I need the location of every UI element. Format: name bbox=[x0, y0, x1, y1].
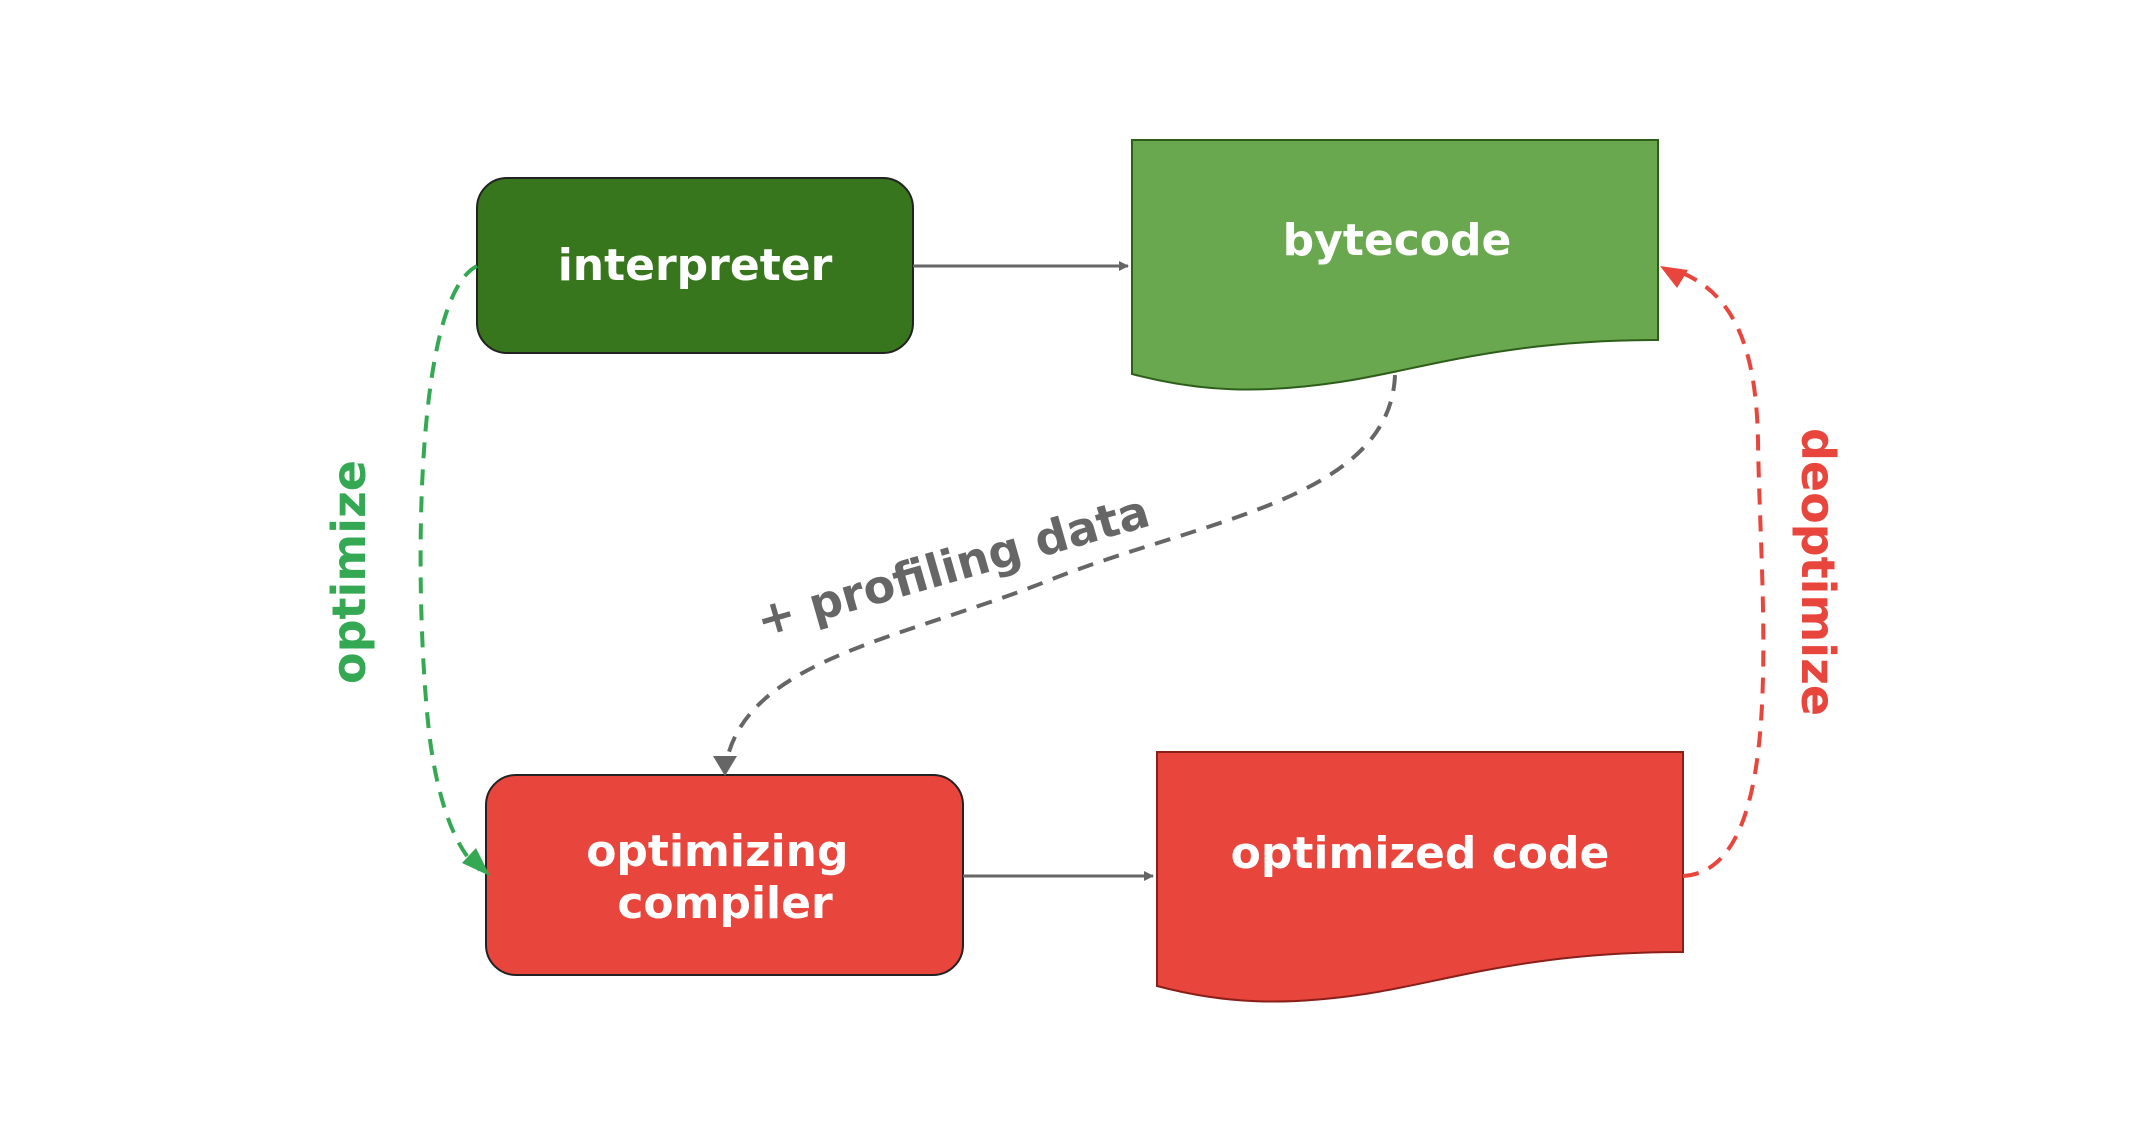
optimizing-compiler-line1: optimizing bbox=[586, 826, 848, 877]
arrowhead-profiling-data bbox=[713, 756, 737, 776]
optimizing-compiler-line2: compiler bbox=[617, 878, 833, 929]
arrow-profiling-data bbox=[723, 374, 1397, 771]
arrow-deoptimize bbox=[1674, 268, 1766, 878]
optimizing-compiler-label: optimizing compiler bbox=[586, 826, 864, 929]
optimized-code-label: optimized code bbox=[1231, 828, 1610, 879]
optimized-code-node bbox=[1156, 751, 1684, 1003]
bytecode-node bbox=[1131, 139, 1659, 391]
optimize-label: optimize bbox=[322, 460, 376, 684]
profiling-data-label: + profiling data bbox=[750, 484, 1155, 648]
arrow-optimize bbox=[418, 264, 482, 872]
bytecode-label: bytecode bbox=[1283, 215, 1512, 266]
interpreter-label: interpreter bbox=[558, 240, 833, 291]
deoptimize-label: deoptimize bbox=[1791, 428, 1845, 716]
arrowhead-optimize bbox=[462, 848, 490, 876]
arrowhead-deoptimize bbox=[1660, 266, 1688, 288]
